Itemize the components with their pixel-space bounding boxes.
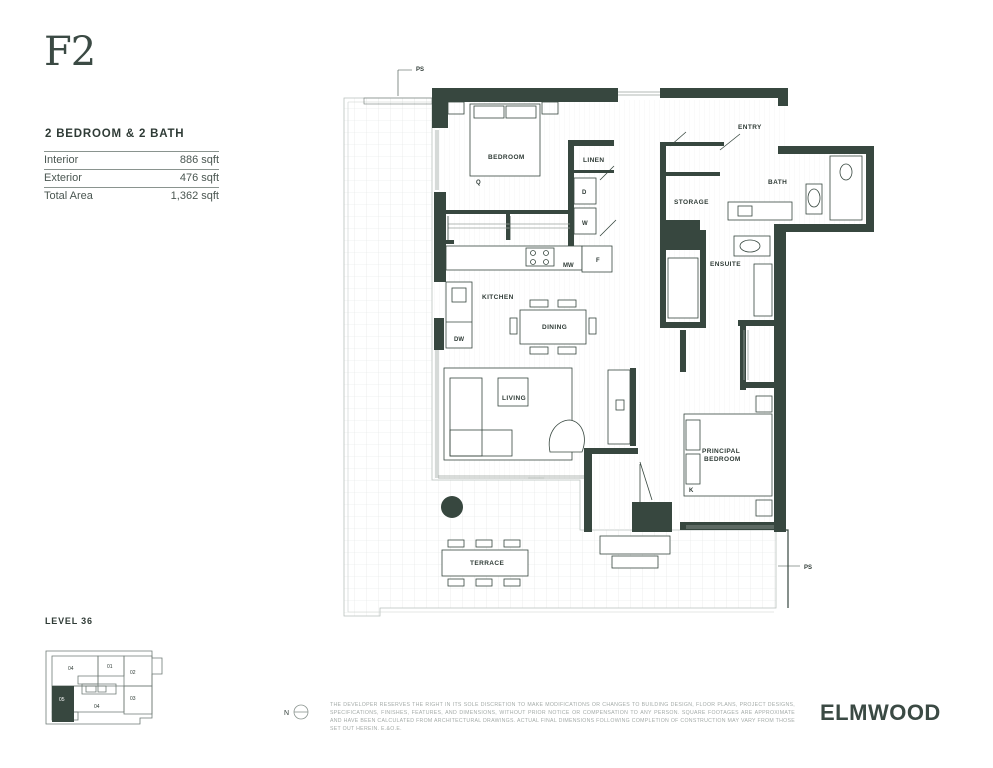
brand-logo: ELMWOOD <box>820 700 941 725</box>
area-label: Interior <box>44 154 79 166</box>
unit-title: F2 <box>44 29 96 75</box>
dryer-label: D <box>582 190 587 196</box>
room-label-bedroom: BEDROOM <box>488 154 525 161</box>
area-row-interior: Interior 886 sqft <box>44 151 219 169</box>
dishwasher-label: DW <box>454 337 464 343</box>
keyplan-unit-label: 05 <box>59 697 65 703</box>
walls <box>432 88 874 532</box>
keyplan-unit-label: 04 <box>94 704 100 710</box>
area-row-exterior: Exterior 476 sqft <box>44 169 219 187</box>
area-value: 1,362 sqft <box>170 190 219 202</box>
fridge-label: F <box>596 258 600 264</box>
keyplan-unit-label: 02 <box>130 670 136 676</box>
microwave-label: MW <box>563 263 574 269</box>
room-label-linen: LINEN <box>583 157 605 164</box>
room-label-kitchen: KITCHEN <box>482 294 514 301</box>
ps-label-right: PS <box>804 565 812 571</box>
room-label-storage: STORAGE <box>674 199 709 206</box>
area-value: 886 sqft <box>179 154 219 166</box>
area-label: Exterior <box>44 172 82 184</box>
bed-size-label: Q <box>476 180 481 186</box>
ps-label-top: PS <box>416 67 424 73</box>
north-label: N <box>284 710 289 717</box>
room-label-ensuite: ENSUITE <box>710 261 741 268</box>
area-label: Total Area <box>44 190 93 202</box>
area-row-total: Total Area 1,362 sqft <box>44 187 219 205</box>
room-label-living: LIVING <box>502 395 526 402</box>
washer-label: W <box>582 221 588 227</box>
level-label: LEVEL 36 <box>45 616 93 626</box>
north-arrow-icon: N <box>284 704 309 720</box>
room-label-principal: PRINCIPAL <box>702 448 740 455</box>
bed-size-label: K <box>689 488 694 494</box>
keyplan-unit-label: 03 <box>130 696 136 702</box>
disclaimer-text: THE DEVELOPER RESERVES THE RIGHT IN ITS … <box>330 702 795 732</box>
room-label-bath: BATH <box>768 179 787 186</box>
planter-icon <box>441 496 463 518</box>
keyplan-unit-label: 04 <box>68 666 74 672</box>
area-table: Interior 886 sqft Exterior 476 sqft Tota… <box>44 151 219 205</box>
room-label-entry: ENTRY <box>738 124 762 131</box>
room-label-principal-bedroom: BEDROOM <box>704 456 741 463</box>
floor-plan: BEDROOM LINEN ENTRY BATH STORAGE ENSUITE… <box>343 67 874 617</box>
area-value: 476 sqft <box>179 172 219 184</box>
keyplan-unit-label: 01 <box>107 664 113 670</box>
keyplan-highlight <box>52 686 74 722</box>
unit-type: 2 BEDROOM & 2 BATH <box>45 128 185 140</box>
keyplan: 04 01 02 05 04 03 <box>45 650 163 725</box>
room-label-dining: DINING <box>542 324 567 331</box>
room-label-terrace: TERRACE <box>470 560 504 567</box>
